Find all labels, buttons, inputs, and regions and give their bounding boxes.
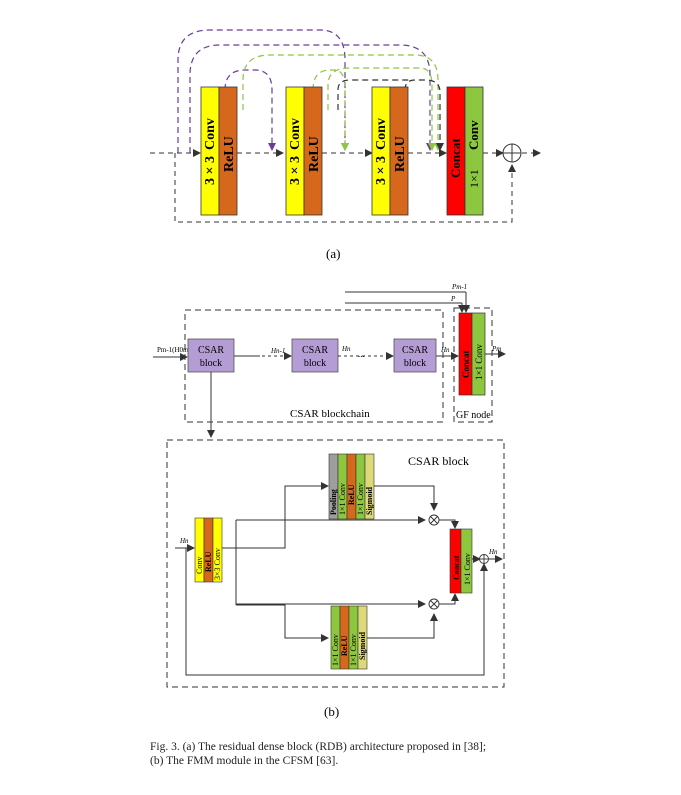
skip-connection-green-2 bbox=[312, 69, 349, 151]
csar-output-fusion: Concat 1×1 Conv bbox=[449, 528, 473, 594]
p-top-label: Pm-1 bbox=[451, 283, 467, 291]
gf-fusion-block: Concat 1×1 Conv bbox=[458, 312, 486, 396]
svg-text:CSAR: CSAR bbox=[302, 345, 328, 356]
conv1x1-label: Conv bbox=[466, 120, 481, 150]
svg-text:CSAR: CSAR bbox=[402, 345, 428, 356]
gf-concat-label: Concat bbox=[461, 351, 471, 379]
relu-label: ReLU bbox=[307, 136, 322, 172]
svg-text:CSAR: CSAR bbox=[198, 345, 224, 356]
panel-b-sublabel: (b) bbox=[324, 704, 339, 719]
csar-residual-path bbox=[185, 548, 488, 676]
skip-connection-purple-1 bbox=[177, 29, 349, 153]
conv-label: Conv bbox=[203, 118, 218, 150]
hn-out-label: Hn bbox=[488, 548, 498, 556]
sum-node-b bbox=[479, 554, 489, 564]
sa-conv2-label: 1×1 Conv bbox=[349, 634, 358, 666]
first-conv-label: Conv bbox=[195, 557, 204, 574]
input-label: Pm-1(H0m-1) bbox=[157, 346, 197, 354]
sa-sigmoid-label: Sigmoid bbox=[358, 631, 367, 660]
skip-connection-purple-3 bbox=[224, 69, 276, 151]
ca-conv2-label: 1×1 Conv bbox=[356, 483, 365, 515]
ca-to-mul bbox=[374, 485, 438, 511]
ca-sigmoid-label: Sigmoid bbox=[365, 486, 374, 515]
kernel1x1-label: 1×1 bbox=[467, 169, 481, 188]
p-mid-label: P bbox=[450, 295, 456, 303]
panel-b: CSAR blockchain GF node Pm-1(H0m-1) CSAR… bbox=[153, 283, 506, 719]
skip-connection-dark-1 bbox=[404, 79, 444, 151]
skip-connection-purple-2 bbox=[189, 44, 434, 153]
hn-in-label: Hn bbox=[179, 537, 189, 545]
conv-kernel-label: 3 × 3 bbox=[288, 156, 303, 185]
gf-node-box bbox=[453, 307, 493, 423]
sa-relu-label: ReLU bbox=[340, 635, 349, 656]
figure-caption: Fig. 3. (a) The residual dense block (RD… bbox=[150, 740, 570, 768]
concat-label: Concat bbox=[448, 138, 463, 178]
panel-a-sublabel: (a) bbox=[326, 246, 340, 261]
panel-a: 3 × 3 Conv ReLU 3 × 3 Conv ReLU 3 × 3 Co… bbox=[150, 29, 541, 261]
ca-pool-label: Pooling bbox=[329, 489, 338, 515]
svg-text:block: block bbox=[404, 358, 426, 369]
path-to-sa bbox=[236, 604, 329, 642]
csar-blockchain-box bbox=[184, 309, 444, 423]
h-prev-label: Hn-1 bbox=[270, 347, 285, 355]
first-kernel-label: 3×3 Conv bbox=[213, 548, 222, 580]
ca-relu-label: ReLU bbox=[347, 484, 356, 505]
gf-conv-label: 1×1 Conv bbox=[474, 344, 484, 380]
channel-attention-block: Pooling 1×1 Conv ReLU 1×1 Conv Sigmoid bbox=[328, 453, 375, 520]
gf-node-label: GF node bbox=[456, 410, 491, 421]
csar-block-2: CSAR block bbox=[291, 338, 339, 373]
skip-connection-green-3 bbox=[327, 67, 436, 151]
mul1-to-concat bbox=[439, 519, 459, 529]
mul2-to-concat bbox=[439, 593, 459, 605]
csar-block-3: CSAR block bbox=[393, 338, 437, 373]
caption-line-2: (b) The FMM module in the CFSM [63]. bbox=[150, 755, 339, 767]
svg-text:block: block bbox=[304, 358, 326, 369]
relu-label: ReLU bbox=[393, 136, 408, 172]
csar-detail-title: CSAR block bbox=[408, 454, 469, 468]
chain-dots: ... bbox=[358, 349, 365, 359]
conv-label: Conv bbox=[288, 118, 303, 150]
conv-kernel-label: 3 × 3 bbox=[374, 156, 389, 185]
multiply-node-1 bbox=[428, 514, 440, 526]
conv-label: Conv bbox=[374, 118, 389, 150]
sa-conv1-label: 1×1 Conv bbox=[331, 634, 340, 666]
rdb-conv-block-2: 3 × 3 Conv ReLU bbox=[285, 86, 323, 216]
first-conv-relu-conv: Conv ReLU 3×3 Conv bbox=[194, 517, 223, 583]
p-out-label: Pm bbox=[491, 345, 501, 353]
csar-block-1: CSAR block bbox=[187, 338, 235, 373]
relu-label: ReLU bbox=[222, 136, 237, 172]
out-conv-label: 1×1 Conv bbox=[463, 553, 472, 585]
out-concat-label: Concat bbox=[452, 555, 461, 580]
sa-to-mul bbox=[367, 613, 438, 639]
csar-blockchain-label: CSAR blockchain bbox=[290, 408, 370, 420]
h-last-label: Hn bbox=[440, 346, 450, 354]
skip-connection-green-1 bbox=[242, 54, 442, 151]
multiply-node-2 bbox=[428, 598, 440, 610]
conv-kernel-label: 3 × 3 bbox=[203, 156, 218, 185]
caption-line-1: Fig. 3. (a) The residual dense block (RD… bbox=[150, 741, 487, 753]
ca-conv1-label: 1×1 Conv bbox=[338, 483, 347, 515]
spatial-attention-block: 1×1 Conv ReLU 1×1 Conv Sigmoid bbox=[330, 605, 368, 670]
residual-path bbox=[174, 153, 516, 223]
first-relu-label: ReLU bbox=[204, 551, 213, 572]
path-to-ca bbox=[236, 482, 329, 549]
rdb-fusion-block: Concat Conv 1×1 bbox=[446, 86, 484, 216]
h-n-label: Hn bbox=[341, 345, 351, 353]
rdb-conv-block-1: 3 × 3 Conv ReLU bbox=[200, 86, 238, 216]
sum-node-a bbox=[502, 143, 522, 163]
csar-detail-box bbox=[166, 439, 505, 688]
skip-connection-dark-2 bbox=[337, 79, 410, 110]
rdb-conv-block-3: 3 × 3 Conv ReLU bbox=[371, 86, 409, 216]
svg-text:block: block bbox=[200, 358, 222, 369]
